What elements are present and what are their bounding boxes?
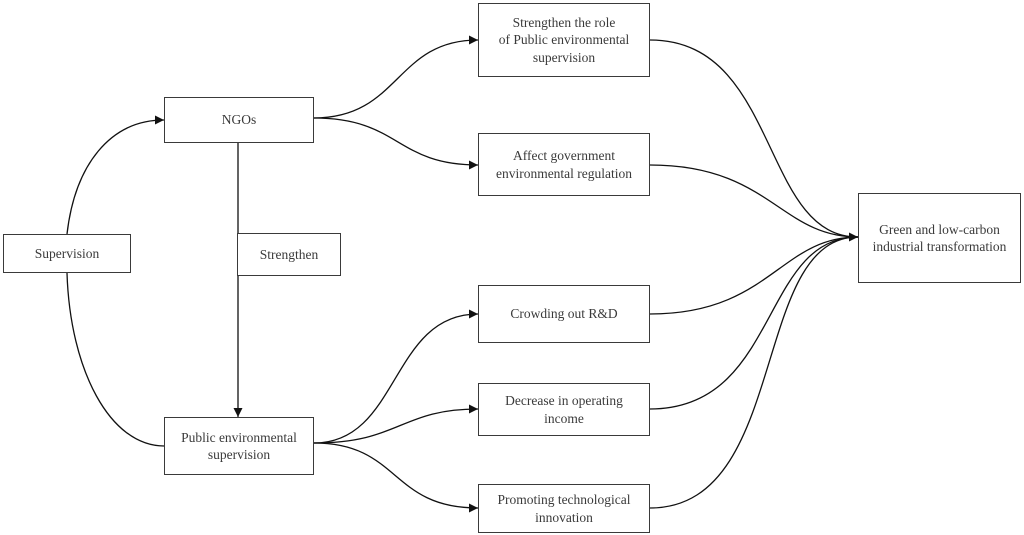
node-strengthen-label: Strengthen xyxy=(259,246,319,262)
node-decrease-income: Decrease in operating income xyxy=(478,383,650,436)
edge-supervision-to-public-env-supervision xyxy=(66,272,165,447)
edge-crowding-out-to-green xyxy=(649,236,859,315)
node-affect-regulation: Affect government environmental regulati… xyxy=(478,133,650,196)
edge-strengthen-role-to-green xyxy=(649,39,859,238)
edge-supervision-to-ngos xyxy=(66,115,165,235)
node-ngos-label: NGOs xyxy=(221,112,257,128)
node-ngos: NGOs xyxy=(164,97,314,143)
node-public-env-supervision-label: Public environmental supervision xyxy=(181,429,297,462)
edge-decrease-income-to-green xyxy=(649,236,859,410)
node-decrease-income-label: Decrease in operating income xyxy=(505,393,623,426)
node-strengthen: Strengthen xyxy=(237,233,341,276)
edge-public-env-to-crowding-out xyxy=(313,309,479,444)
edge-affect-regulation-to-green xyxy=(649,164,859,238)
node-affect-regulation-label: Affect government environmental regulati… xyxy=(495,148,633,181)
edge-ngos-to-affect-regulation xyxy=(313,117,479,170)
node-strengthen-role: Strengthen the role of Public environmen… xyxy=(478,3,650,77)
node-green-transformation-label: Green and low-carbon industrial transfor… xyxy=(872,221,1007,254)
node-green-transformation: Green and low-carbon industrial transfor… xyxy=(858,193,1021,283)
node-promoting-innovation: Promoting technological innovation xyxy=(478,484,650,533)
edge-ngos-to-strengthen-role xyxy=(313,35,479,119)
edge-promoting-innovation-to-green xyxy=(649,236,859,509)
node-strengthen-role-label: Strengthen the role of Public environmen… xyxy=(498,15,630,65)
node-public-env-supervision: Public environmental supervision xyxy=(164,417,314,475)
edge-public-env-to-decrease-income xyxy=(313,404,479,444)
node-supervision: Supervision xyxy=(3,234,131,273)
node-crowding-out: Crowding out R&D xyxy=(478,285,650,343)
node-crowding-out-label: Crowding out R&D xyxy=(510,306,618,322)
node-promoting-innovation-label: Promoting technological innovation xyxy=(497,492,631,525)
edge-public-env-to-promoting-innovation xyxy=(313,442,479,513)
node-supervision-label: Supervision xyxy=(34,245,100,261)
